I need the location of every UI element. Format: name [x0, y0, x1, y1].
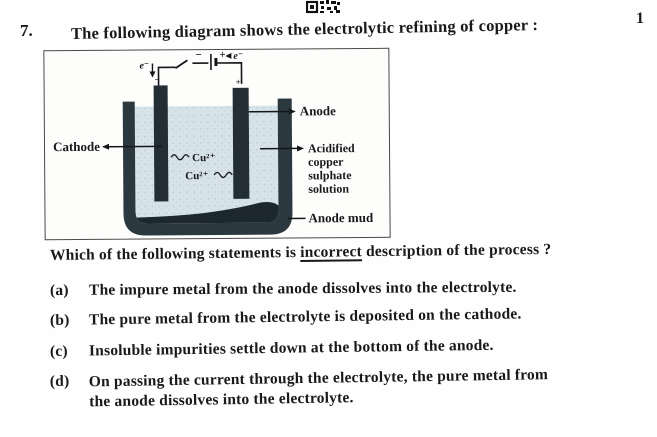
cu-ion-squiggle-2 [213, 171, 233, 179]
option-d: (d) On passing the current through the e… [50, 365, 549, 412]
circuit-wire-right [217, 62, 243, 84]
option-c-text: Insoluble impurities settle down at the … [88, 336, 494, 360]
electron-down-arrowhead [149, 71, 156, 78]
electrolyte-label-line3: sulphate [308, 168, 352, 182]
electrolyte-arrowhead [297, 145, 305, 152]
anode-electrode [232, 87, 250, 199]
option-d-text: On passing the current through the elect… [89, 365, 549, 411]
question-keyword: incorrect [300, 243, 363, 261]
cathode-label: Cathode [53, 139, 100, 154]
battery-minus-label: − [195, 49, 201, 61]
question-text: Which of the following statements is inc… [50, 241, 552, 265]
option-b-label: (b) [49, 311, 70, 329]
circuit-wire-left [157, 66, 176, 86]
qr-code-icon [305, 0, 340, 14]
electron-label-left: e⁻ [139, 60, 149, 71]
option-c: (c) Insoluble impurities settle down at … [50, 337, 494, 361]
question-number: 7. [20, 21, 33, 40]
battery-plus-label: + [219, 49, 225, 61]
option-a: (a) The impure metal from the anode diss… [50, 279, 517, 300]
anode-mud-label: Anode mud [308, 210, 374, 225]
qr-code-fragment [305, 0, 340, 14]
cu-ion-label-2: Cu²⁺ [185, 170, 208, 182]
electrolysis-diagram: e⁻ e⁻ − + − + Cathode Anode Acidified [43, 47, 391, 241]
question-prefix: Which of the following statements is [49, 243, 301, 264]
electrolyte-label-line1: Acidified [308, 141, 355, 155]
question-suffix: description of the process ? [361, 240, 552, 261]
anode-terminal-sign: + [236, 77, 241, 87]
vessel [122, 98, 293, 236]
switch-icon [174, 59, 188, 70]
option-b: (b) The pure metal from the electrolyte … [50, 305, 522, 330]
question-title: The following diagram shows the electrol… [70, 15, 539, 43]
electron-left-arrowhead [225, 52, 232, 59]
cathode-electrode [153, 85, 169, 202]
cu-ion-squiggle-1 [170, 154, 190, 161]
option-a-label: (a) [49, 281, 69, 299]
option-d-label: (d) [49, 372, 70, 391]
cathode-arrowhead [102, 143, 110, 150]
marks-value: 1 [636, 10, 644, 27]
anode-label: Anode [300, 103, 336, 118]
option-a-text: The impure metal from the anode dissolve… [88, 278, 517, 299]
cu-ion-label-1: Cu²⁺ [192, 152, 215, 164]
option-c-label: (c) [49, 342, 68, 360]
electrolyte-label-line4: solution [308, 182, 349, 196]
electrolyte-label-line2: copper [308, 155, 344, 169]
anode-arrowhead [288, 108, 296, 115]
option-b-text: The pure metal from the electrolyte is d… [88, 305, 522, 329]
electron-label-right: e⁻ [233, 51, 243, 62]
anode-mud-deposit [135, 202, 279, 224]
cathode-terminal-sign: − [155, 74, 160, 84]
